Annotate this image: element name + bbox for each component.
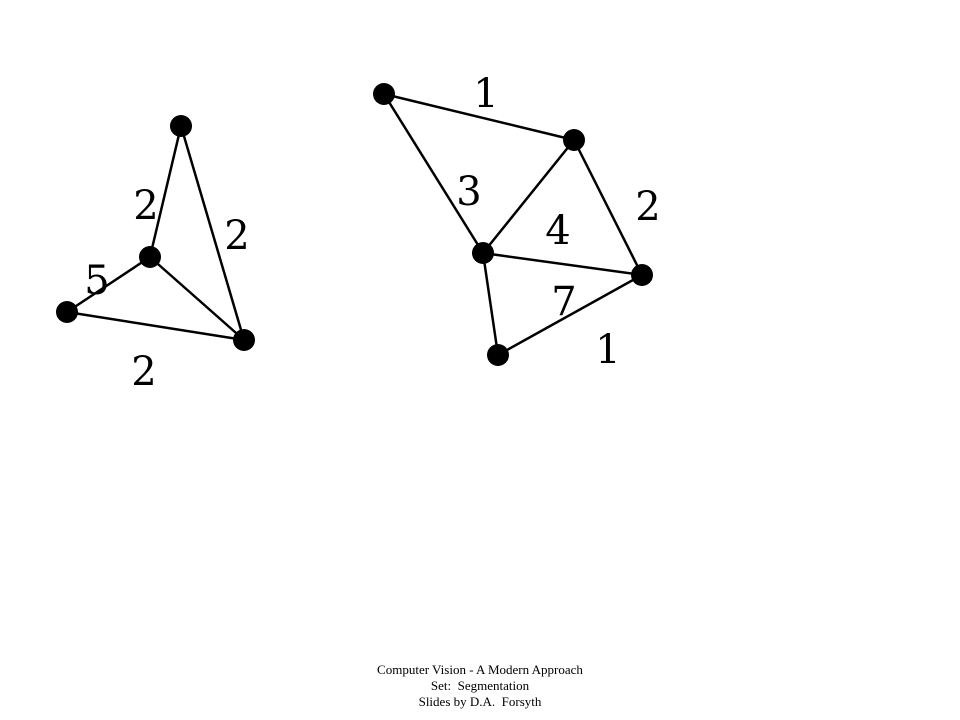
edge-i-h xyxy=(496,273,644,357)
edge-weight-f-g: 4 xyxy=(545,208,570,254)
edge-b-c xyxy=(65,255,152,314)
edge-weight-g-h: 7 xyxy=(551,279,576,325)
footer-set-name: Set: Segmentation xyxy=(430,678,530,693)
node-h xyxy=(631,264,653,286)
node-c xyxy=(56,301,78,323)
edge-weight-f-h: 2 xyxy=(635,184,660,230)
node-f xyxy=(563,129,585,151)
edge-f-g xyxy=(481,138,576,255)
edge-f-h xyxy=(572,138,644,277)
edge-a-d xyxy=(179,124,246,342)
edge-weight-e-f: 1 xyxy=(473,71,498,117)
graph-edges xyxy=(65,92,644,357)
graph-nodes xyxy=(56,83,653,366)
node-e xyxy=(373,83,395,105)
node-b xyxy=(139,246,161,268)
edge-weight-i-h: 1 xyxy=(595,327,620,373)
edge-g-h xyxy=(481,251,644,277)
edge-e-f xyxy=(382,92,576,142)
node-a xyxy=(170,115,192,137)
edge-g-i xyxy=(481,251,500,357)
edge-weight-c-d: 2 xyxy=(131,349,156,395)
edge-c-d xyxy=(65,310,246,342)
node-i xyxy=(487,344,509,366)
edge-a-b xyxy=(148,124,183,259)
edge-e-g xyxy=(382,92,485,255)
node-g xyxy=(472,242,494,264)
slide-footer: Computer Vision - A Modern Approach Set:… xyxy=(0,662,960,710)
edge-weight-b-c: 5 xyxy=(84,258,109,304)
edge-weight-a-d: 2 xyxy=(224,213,249,259)
edge-b-d xyxy=(148,255,246,342)
footer-author: Slides by D.A. Forsyth xyxy=(418,694,542,709)
node-d xyxy=(233,329,255,351)
footer-book-title: Computer Vision - A Modern Approach xyxy=(377,662,583,677)
edge-weight-a-b: 2 xyxy=(133,183,158,229)
edge-weight-e-g: 3 xyxy=(456,169,481,215)
